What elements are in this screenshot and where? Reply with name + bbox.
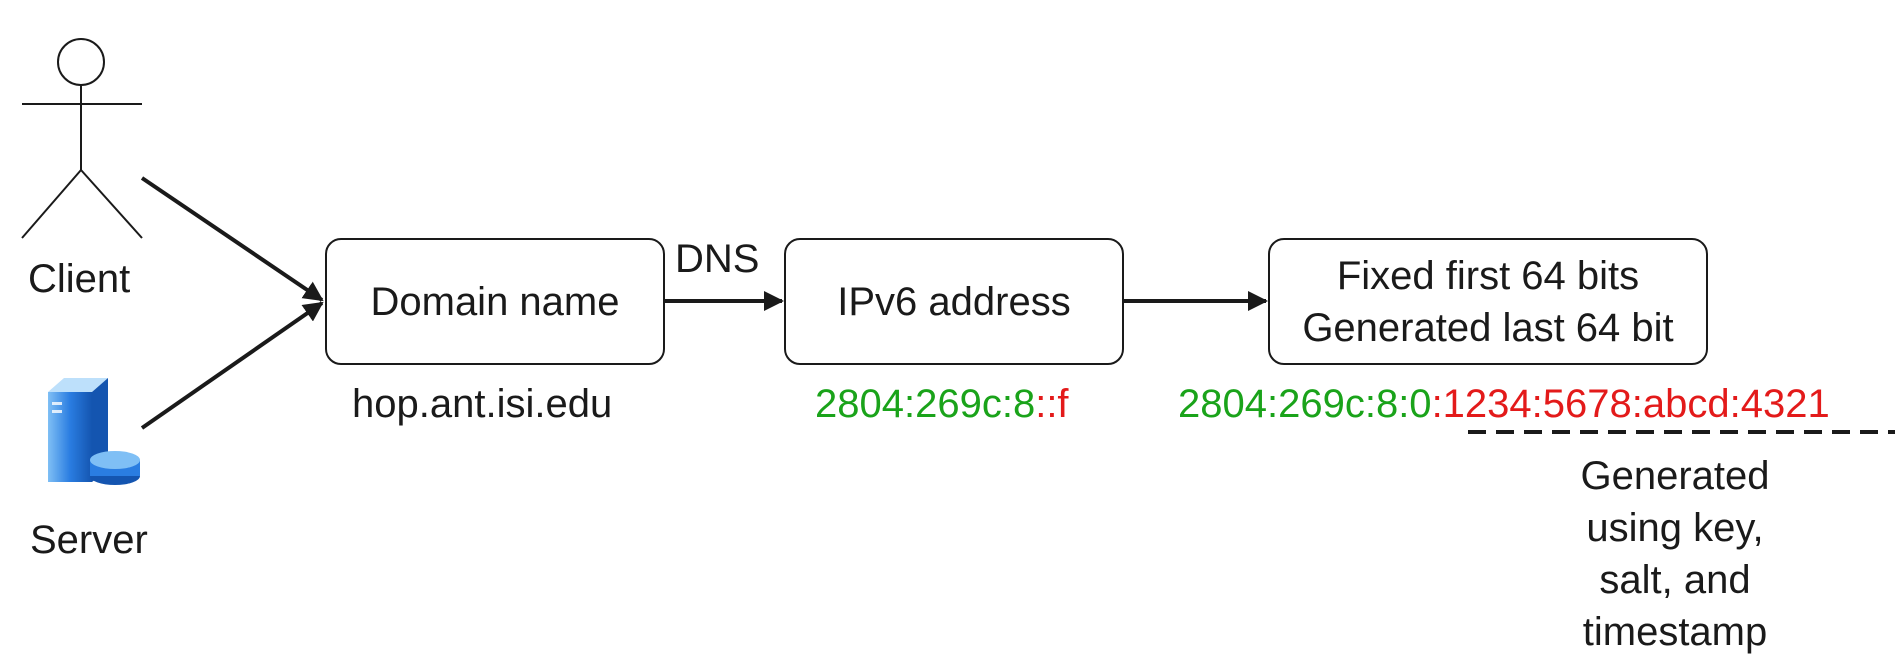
generation-note-line: timestamp bbox=[1582, 610, 1768, 654]
result-address-box: Fixed first 64 bits Generated last 64 bi… bbox=[1268, 238, 1708, 365]
result-example: 2804:269c:8:0:1234:5678:abcd:4321 bbox=[1178, 382, 1830, 426]
generation-note-line: salt, and bbox=[1599, 558, 1751, 602]
dns-edge-label: DNS bbox=[675, 237, 760, 281]
generation-note-line: Generated bbox=[1580, 454, 1770, 498]
client-label: Client bbox=[28, 257, 131, 301]
server-arrow bbox=[140, 301, 324, 430]
generation-note: Generated using key, salt, and timestamp bbox=[1535, 450, 1815, 658]
domain-name-box: Domain name bbox=[325, 238, 665, 365]
result-box-line2: Generated last 64 bit bbox=[1302, 305, 1674, 350]
server-icon bbox=[48, 378, 140, 485]
result-example-fixed: 2804:269c:8:0 bbox=[1178, 382, 1432, 426]
ipv6-example-generated: ::f bbox=[1035, 382, 1069, 426]
result-example-generated: :1234:5678:abcd:4321 bbox=[1431, 382, 1830, 426]
ipv6-address-box: IPv6 address bbox=[784, 238, 1124, 365]
server-label: Server bbox=[30, 518, 148, 562]
person-icon bbox=[21, 38, 143, 239]
domain-example: hop.ant.isi.edu bbox=[352, 382, 613, 426]
ipv6-example: 2804:269c:8::f bbox=[815, 382, 1069, 426]
client-arrow bbox=[140, 176, 324, 302]
domain-name-box-label: Domain name bbox=[370, 279, 620, 324]
result-box-line1: Fixed first 64 bits bbox=[1336, 253, 1640, 298]
generation-note-line: using key, bbox=[1586, 506, 1764, 550]
ipv6-address-box-label: IPv6 address bbox=[837, 279, 1071, 324]
ipv6-example-fixed: 2804:269c:8 bbox=[815, 382, 1036, 426]
